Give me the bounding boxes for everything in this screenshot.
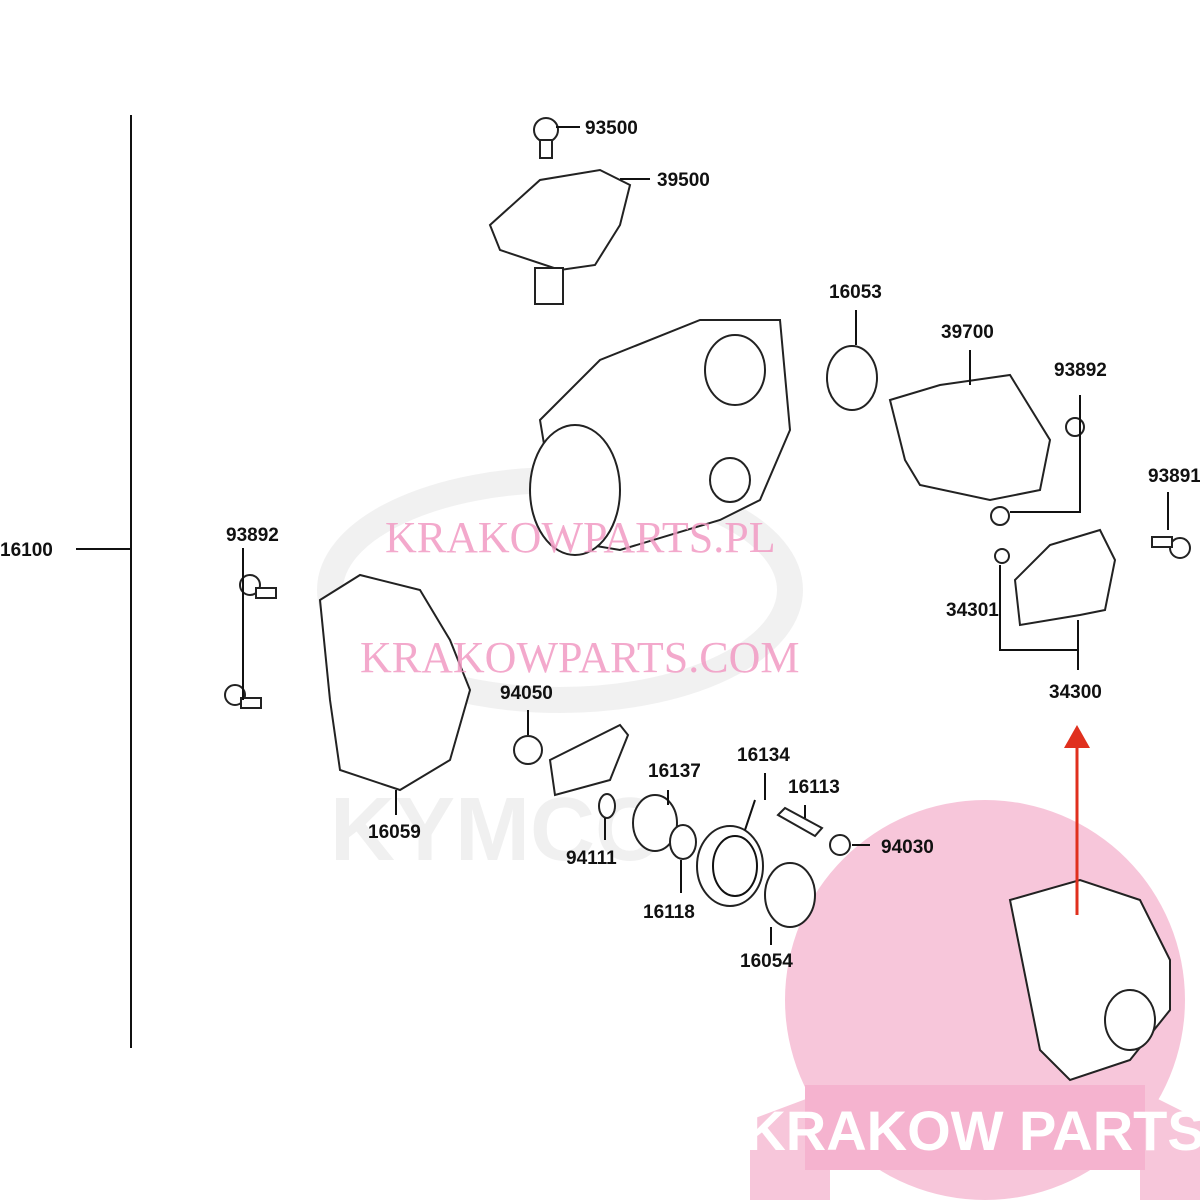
label-34300: 34300: [1049, 682, 1102, 703]
label-93892-left: 93892: [226, 525, 279, 546]
label-93891: 93891: [1148, 466, 1200, 487]
oring-16054: [764, 862, 816, 928]
lever-plate: [548, 723, 630, 797]
label-16054: 16054: [740, 951, 793, 972]
oring-34301: [994, 548, 1010, 564]
red-arrow-icon: [1064, 725, 1090, 915]
watermark-com: KRAKOWPARTS.COM: [360, 633, 799, 682]
label-16113: 16113: [788, 777, 840, 798]
throttle-body: [529, 319, 792, 556]
label-16137: 16137: [648, 761, 701, 782]
label-39500: 39500: [657, 170, 710, 191]
watermark-pl: KRAKOWPARTS.PL: [385, 513, 776, 562]
label-16100: 16100: [0, 540, 53, 561]
label-16053: 16053: [829, 282, 882, 303]
label-16059: 16059: [368, 822, 421, 843]
label-39700: 39700: [941, 322, 994, 343]
sensor-34300: [1013, 528, 1117, 627]
brand-logo-text: KRAKOW PARTS: [745, 1099, 1200, 1162]
label-93500: 93500: [585, 118, 638, 139]
ring-16118: [669, 824, 697, 860]
label-93892-right: 93892: [1054, 360, 1107, 381]
screw-93500: [533, 117, 559, 159]
label-16134: 16134: [737, 745, 790, 766]
cover-16059: [318, 573, 472, 792]
label-94111: 94111: [566, 848, 617, 869]
pin-16113: [776, 806, 824, 838]
throttle-cover: [1008, 878, 1171, 1082]
screw-93892-left: [224, 574, 277, 709]
idle-valve-39700: [888, 373, 1052, 502]
label-34301: 34301: [946, 600, 999, 621]
washer-94111: [598, 793, 616, 819]
label-94030: 94030: [881, 837, 934, 858]
oring-16053: [826, 345, 878, 411]
spring-16134: [696, 799, 764, 907]
nut-94030: [829, 834, 851, 856]
label-16118: 16118: [643, 902, 695, 923]
screw-93891: [1151, 536, 1191, 559]
label-94050: 94050: [500, 683, 553, 704]
bearing-16137: [632, 794, 678, 852]
nut-94050: [513, 735, 543, 765]
sensor-39500: [488, 168, 632, 305]
